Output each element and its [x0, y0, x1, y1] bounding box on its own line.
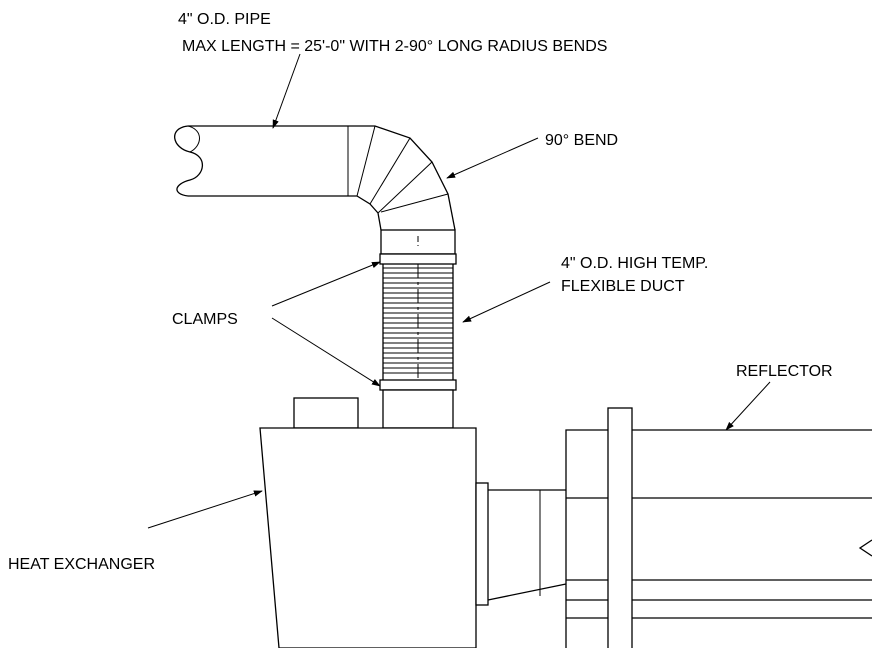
heat-exchanger — [259, 397, 477, 648]
leader-arrows — [147, 53, 771, 529]
pipe-label-line1: 4" O.D. PIPE — [178, 11, 271, 28]
reflector — [565, 407, 872, 648]
pipe-label-line2: MAX LENGTH = 25'-0" WITH 2-90° LONG RADI… — [182, 38, 607, 55]
clamps-label: CLAMPS — [172, 311, 238, 328]
bend-leader-arrow — [446, 137, 539, 179]
reflector-leader-arrow — [725, 381, 771, 431]
horizontal-pipe — [174, 125, 348, 197]
elbow-bend — [347, 125, 456, 231]
duct-label-line2: FLEXIBLE DUCT — [561, 278, 685, 295]
pipe-leader-arrow — [272, 53, 301, 129]
duct-leader-arrow — [462, 281, 551, 323]
clamp-upper-leader-arrow — [271, 261, 381, 307]
heat-exchanger-leader-arrow — [147, 490, 263, 529]
heat-exchanger-label: HEAT EXCHANGER — [8, 556, 155, 573]
bend-label: 90° BEND — [545, 132, 618, 149]
clamp-lower-leader-arrow — [271, 317, 381, 387]
connector-tube — [475, 482, 567, 606]
duct-label-line1: 4" O.D. HIGH TEMP. — [561, 255, 708, 272]
flexible-duct — [379, 229, 457, 429]
reflector-label: REFLECTOR — [736, 363, 833, 380]
